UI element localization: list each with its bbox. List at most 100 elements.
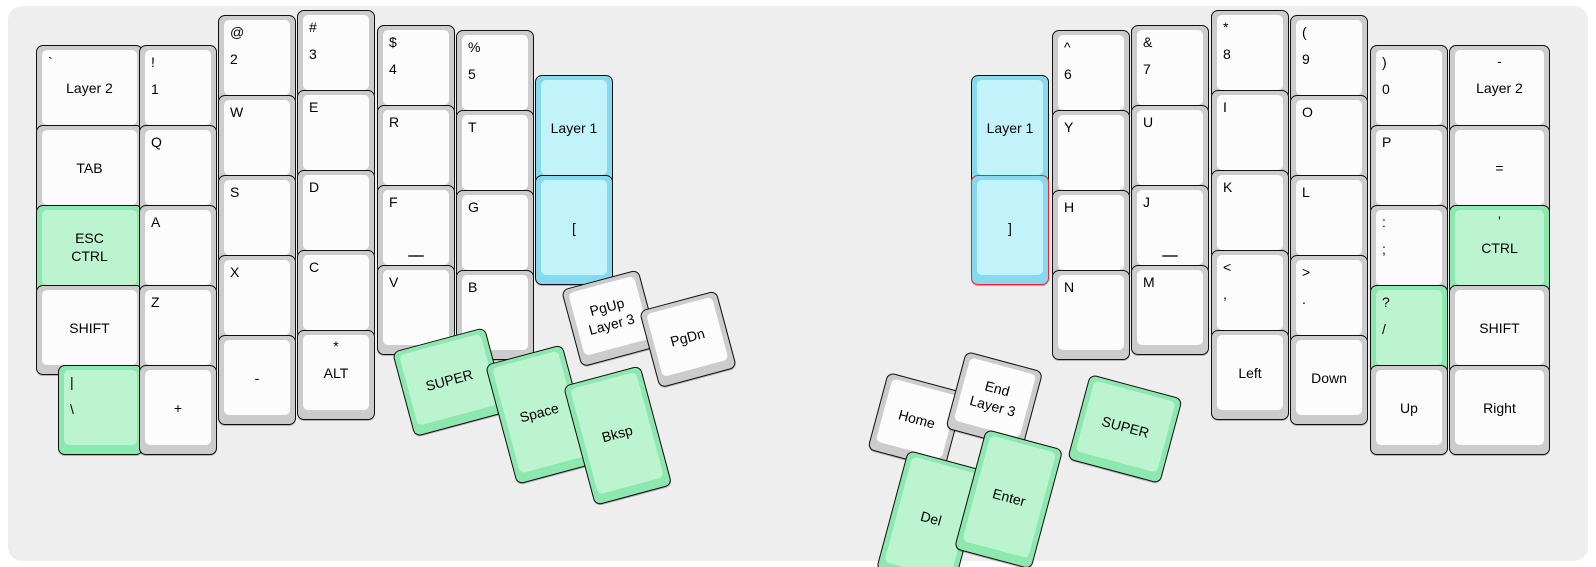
key-x[interactable]: X xyxy=(218,255,296,345)
key-layer1-left[interactable]: Layer 1 xyxy=(535,75,613,185)
key-p-cap xyxy=(1376,130,1442,205)
key-3[interactable]: #3 xyxy=(297,10,375,100)
key-bracket-right[interactable]: ] xyxy=(971,175,1049,285)
key-w[interactable]: W xyxy=(218,95,296,185)
key-k[interactable]: K xyxy=(1211,170,1289,260)
key-5[interactable]: %5 xyxy=(456,30,534,120)
key-left[interactable]: Left xyxy=(1211,330,1289,420)
key-super-right-cap xyxy=(1075,380,1176,473)
key-y[interactable]: Y xyxy=(1052,110,1130,200)
key-e-cap xyxy=(303,95,369,170)
key-right-cap xyxy=(1455,370,1544,445)
key-k-cap xyxy=(1217,175,1283,250)
key-shift-left-cap xyxy=(42,290,137,365)
key-z-cap xyxy=(145,290,211,365)
key-j-cap xyxy=(1137,190,1203,265)
key-up[interactable]: Up xyxy=(1370,365,1448,455)
key-w-cap xyxy=(224,100,290,175)
key-shift-right[interactable]: SHIFT xyxy=(1449,285,1550,375)
key-2-cap xyxy=(224,20,290,95)
key-semicolon[interactable]: :; xyxy=(1370,205,1448,295)
key-r[interactable]: R xyxy=(377,105,455,195)
key-n[interactable]: N xyxy=(1052,270,1130,360)
key-period[interactable]: >. xyxy=(1290,255,1368,345)
key-right[interactable]: Right xyxy=(1449,365,1550,455)
key-f[interactable]: F xyxy=(377,185,455,275)
key-minus-layer2[interactable]: -Layer 2 xyxy=(1449,45,1550,135)
key-n-cap xyxy=(1058,275,1124,350)
key-i[interactable]: I xyxy=(1211,90,1289,180)
key-8[interactable]: *8 xyxy=(1211,10,1289,100)
key-pipe-backslash[interactable]: |\ xyxy=(58,365,143,455)
key-l-cap xyxy=(1296,180,1362,255)
key-minus-cap xyxy=(224,340,290,415)
key-q[interactable]: Q xyxy=(139,125,217,215)
key-tab-cap xyxy=(42,130,137,205)
key-slash-cap xyxy=(1376,290,1442,365)
key-r-cap xyxy=(383,110,449,185)
key-minus[interactable]: - xyxy=(218,335,296,425)
key-a-cap xyxy=(145,210,211,285)
key-7[interactable]: &7 xyxy=(1131,25,1209,115)
key-tab[interactable]: TAB xyxy=(36,125,143,215)
key-0-cap xyxy=(1376,50,1442,125)
key-shift-right-cap xyxy=(1455,290,1544,365)
key-end-layer3-cap xyxy=(953,357,1037,438)
key-1[interactable]: !1 xyxy=(139,45,217,135)
key-c[interactable]: C xyxy=(297,250,375,340)
key-d-cap xyxy=(303,175,369,250)
key-t-cap xyxy=(462,115,528,190)
key-u-cap xyxy=(1137,110,1203,185)
key-slash[interactable]: ?/ xyxy=(1370,285,1448,375)
key-s[interactable]: S xyxy=(218,175,296,265)
key-quote-ctrl-cap xyxy=(1455,210,1544,285)
key-g-cap xyxy=(462,195,528,270)
key-bracket-right-cap xyxy=(977,180,1043,275)
key-i-cap xyxy=(1217,95,1283,170)
key-pipe-backslash-cap xyxy=(64,370,137,445)
key-enter[interactable]: Enter xyxy=(953,429,1064,567)
key-a[interactable]: A xyxy=(139,205,217,295)
key-layer1-right[interactable]: Layer 1 xyxy=(971,75,1049,185)
key-super-right[interactable]: SUPER xyxy=(1067,374,1183,484)
key-quote-ctrl[interactable]: 'CTRL xyxy=(1449,205,1550,295)
key-7-cap xyxy=(1137,30,1203,105)
key-p[interactable]: P xyxy=(1370,125,1448,215)
key-left-cap xyxy=(1217,335,1283,410)
key-minus-layer2-cap xyxy=(1455,50,1544,125)
key-bracket-left[interactable]: [ xyxy=(535,175,613,285)
key-t[interactable]: T xyxy=(456,110,534,200)
key-layer1-left-cap xyxy=(541,80,607,175)
key-layer1-right-cap xyxy=(977,80,1043,175)
key-l[interactable]: L xyxy=(1290,175,1368,265)
key-0[interactable]: )0 xyxy=(1370,45,1448,135)
key-u[interactable]: U xyxy=(1131,105,1209,195)
key-m[interactable]: M xyxy=(1131,265,1209,355)
key-s-cap xyxy=(224,180,290,255)
key-g[interactable]: G xyxy=(456,190,534,280)
key-9[interactable]: (9 xyxy=(1290,15,1368,105)
key-alt[interactable]: *ALT xyxy=(297,330,375,420)
key-esc-ctrl-cap xyxy=(42,210,137,285)
key-2[interactable]: @2 xyxy=(218,15,296,105)
key-4[interactable]: $4 xyxy=(377,25,455,115)
key-down[interactable]: Down xyxy=(1290,335,1368,425)
key-equals[interactable]: = xyxy=(1449,125,1550,215)
key-3-cap xyxy=(303,15,369,90)
key-down-cap xyxy=(1296,340,1362,415)
key-h[interactable]: H xyxy=(1052,190,1130,280)
key-f-cap xyxy=(383,190,449,265)
key-j[interactable]: J xyxy=(1131,185,1209,275)
key-6[interactable]: ^6 xyxy=(1052,30,1130,120)
key-comma[interactable]: <, xyxy=(1211,250,1289,340)
key-1-cap xyxy=(145,50,211,125)
key-c-cap xyxy=(303,255,369,330)
key-o[interactable]: O xyxy=(1290,95,1368,185)
key-period-cap xyxy=(1296,260,1362,335)
key-enter-cap xyxy=(962,435,1057,559)
key-bracket-left-cap xyxy=(541,180,607,275)
key-z[interactable]: Z xyxy=(139,285,217,375)
